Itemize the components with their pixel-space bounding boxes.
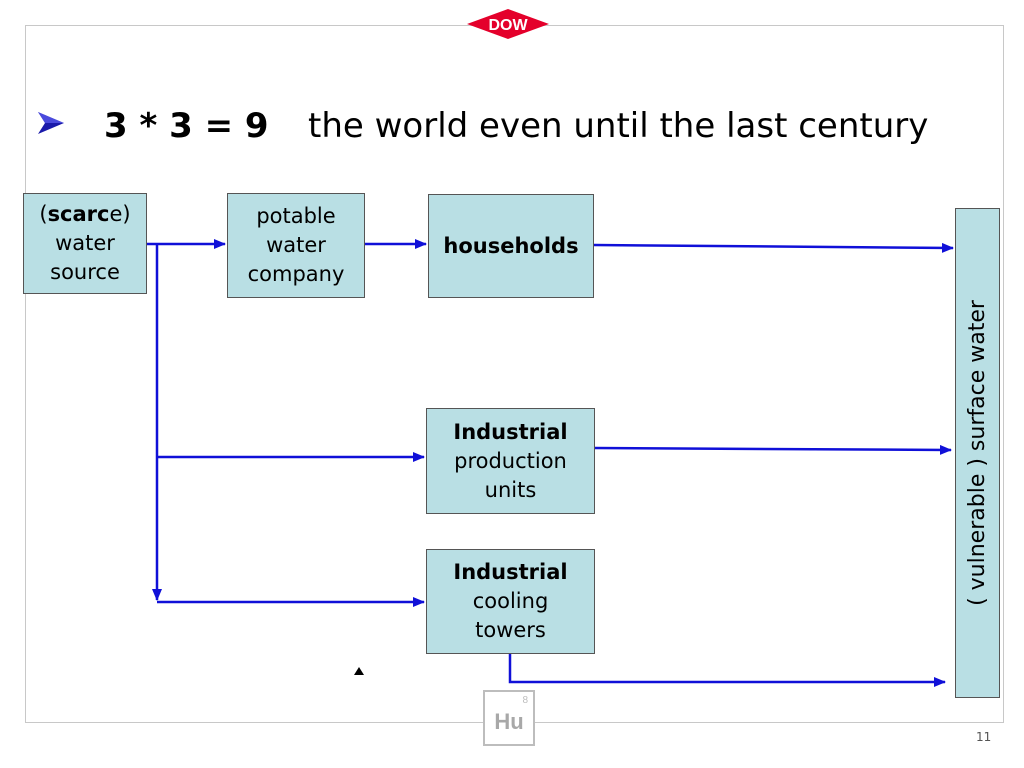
node-water-source-line3: source (50, 260, 120, 284)
heading-tagline: the world even until the last century (308, 106, 929, 146)
node-potable-line2: water (266, 233, 326, 257)
triangle-marker-icon (354, 667, 364, 675)
node-cooling-line2: cooling (472, 589, 549, 613)
node-households: households (428, 194, 594, 298)
node-surface-water: ( vulnerable ) surface water (955, 208, 1000, 698)
node-water-source-line2: water (55, 231, 115, 255)
node-water-source-line1: (scarce) (39, 202, 131, 226)
node-production-line2: production (454, 448, 567, 473)
page-number: 11 (976, 730, 992, 744)
node-cooling-line1: Industrial (453, 560, 568, 584)
node-surface-water-label: ( vulnerable ) surface water (964, 300, 990, 606)
element-watermark: 8 Hu (483, 690, 535, 746)
watermark-number: 8 (522, 695, 528, 706)
node-households-label: households (443, 233, 579, 258)
node-potable-line3: company (247, 262, 345, 286)
node-production-line1: Industrial (453, 419, 568, 444)
dow-logo-text: DOW (488, 17, 528, 34)
node-potable-line1: potable (256, 204, 336, 228)
node-production-line3: units (484, 477, 537, 502)
node-industrial-production: Industrial production units (426, 408, 595, 514)
node-water-source: (scarce) water source (23, 193, 147, 294)
node-potable-water-company: potable water company (227, 193, 365, 298)
watermark-symbol: Hu (494, 709, 523, 734)
dow-logo: DOW (467, 9, 549, 39)
arrow-bullet-icon (38, 112, 64, 134)
node-cooling-line3: towers (475, 618, 546, 642)
node-industrial-cooling: Industrial cooling towers (426, 549, 595, 654)
heading-formula: 3 * 3 = 9 (104, 106, 269, 146)
